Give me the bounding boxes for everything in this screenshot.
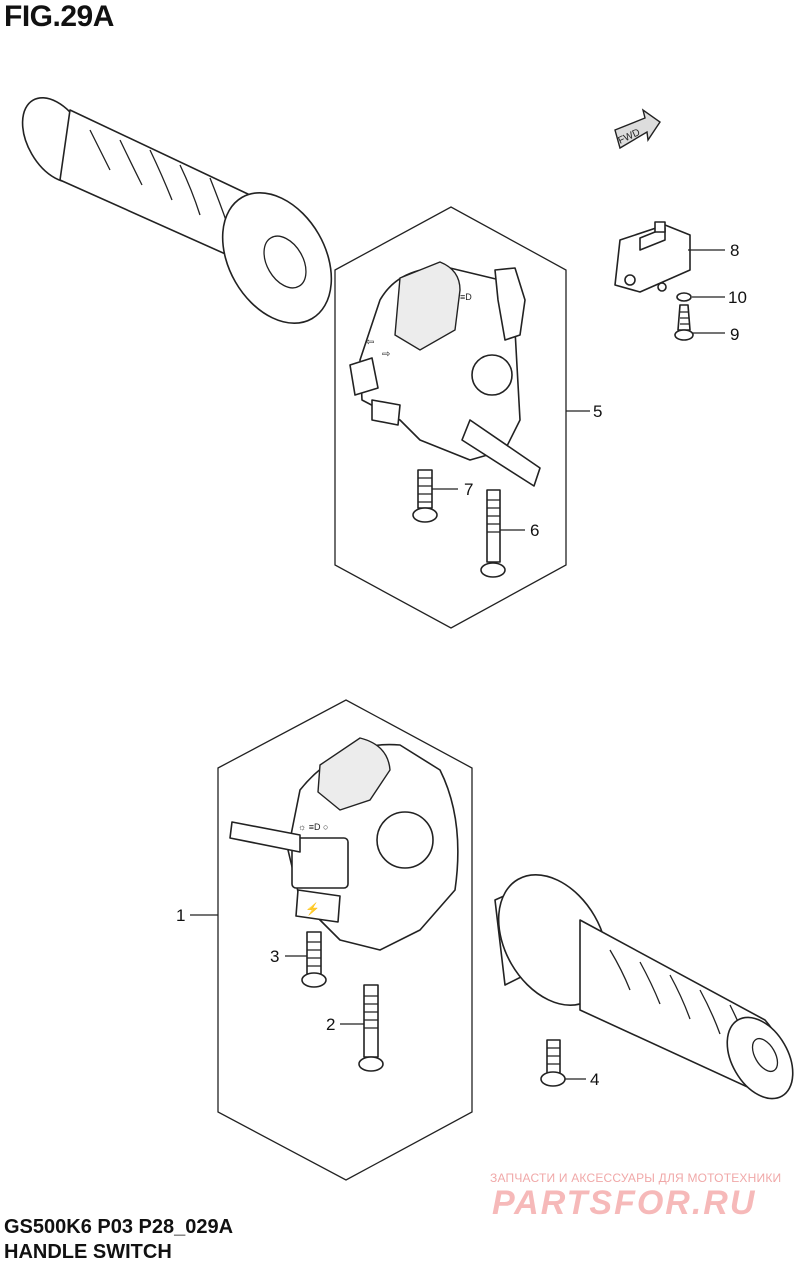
callout-1: 1 <box>176 906 185 925</box>
part-3-screw <box>301 931 327 988</box>
figure-title: FIG.29A <box>4 0 114 33</box>
callout-10: 10 <box>728 288 747 307</box>
callout-6: 6 <box>530 521 539 540</box>
callout-5: 5 <box>593 402 602 421</box>
callout-4: 4 <box>590 1070 599 1089</box>
part-1-left-switch: ☼ ≡D ○ ⚡ <box>229 737 459 951</box>
part-2-screw <box>358 984 384 1072</box>
model-code: GS500K6 P03 P28_029A <box>4 1216 234 1238</box>
svg-text:≡D: ≡D <box>460 292 472 302</box>
part-9-screw <box>674 304 694 341</box>
part-7-screw <box>412 469 438 523</box>
svg-text:⇦: ⇦ <box>366 337 374 348</box>
watermark-tagline: ЗАПЧАСТИ И АКСЕССУАРЫ ДЛЯ МОТОТЕХНИКИ <box>490 1171 782 1185</box>
svg-text:⚡: ⚡ <box>305 902 320 916</box>
part-5-right-switch: ≡D ⇦ ⇨ <box>349 261 541 487</box>
part-4-screw <box>540 1039 566 1087</box>
grip-top <box>21 96 333 324</box>
callout-9: 9 <box>730 325 739 344</box>
fwd-arrow-icon: FWD <box>614 108 661 150</box>
callout-2: 2 <box>326 1015 335 1034</box>
svg-text:⇨: ⇨ <box>382 349 390 360</box>
part-8-switch <box>614 221 691 293</box>
assembly-frame-bottom <box>217 699 473 1181</box>
callout-8: 8 <box>730 241 739 260</box>
switch-mode-symbols: ☼ ≡D ○ <box>298 822 328 832</box>
part-6-screw <box>480 489 506 578</box>
callout-3: 3 <box>270 947 279 966</box>
grip-bottom <box>494 874 794 1100</box>
assembly-frame-top <box>334 206 567 629</box>
watermark-logo: PARTSFOR.RU <box>492 1184 757 1222</box>
callout-7: 7 <box>464 480 473 499</box>
figure-name: HANDLE SWITCH <box>4 1241 172 1263</box>
part-10-washer <box>676 292 692 302</box>
